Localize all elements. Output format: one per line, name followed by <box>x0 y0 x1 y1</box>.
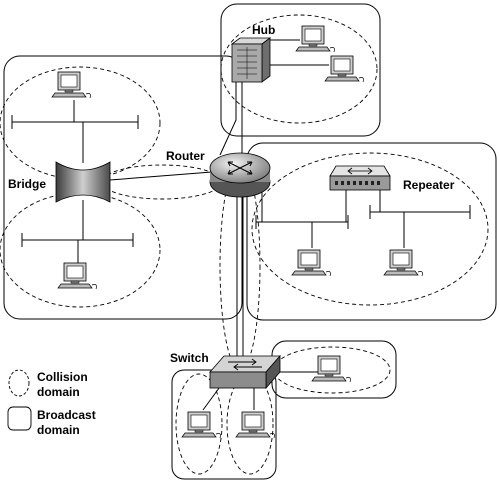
label-bridge: Bridge <box>8 177 46 191</box>
repeater-icon <box>329 165 391 191</box>
pc-switch-port-a-icon <box>181 411 221 439</box>
pc-hub-1-icon <box>295 25 335 53</box>
legend-collision-label-1: Collision <box>37 370 88 384</box>
collision-domain-repeater <box>251 152 489 306</box>
bridge-icon <box>55 161 111 203</box>
legend-collision-symbol <box>8 369 30 397</box>
router-icon <box>209 152 271 198</box>
legend-broadcast-label-2: domain <box>37 423 80 437</box>
legend-broadcast-label-1: Broadcast <box>37 408 96 422</box>
pc-bridge-bottom-icon <box>57 262 97 290</box>
pc-hub-2-icon <box>324 55 364 83</box>
collision-domain-bridge-bottom <box>0 192 161 308</box>
broadcast-domain-repeater <box>246 142 497 321</box>
pc-bridge-top-icon <box>51 71 91 99</box>
collision-domain-switch-port-a <box>175 373 223 475</box>
legend-broadcast-symbol <box>7 406 32 431</box>
pc-repeater-2-icon <box>383 249 423 277</box>
label-router: Router <box>166 149 205 163</box>
legend-collision-label-2: domain <box>37 385 80 399</box>
pc-switch-port-b-icon <box>235 411 275 439</box>
legend: Collision domain Broadcast domain <box>7 369 96 437</box>
pc-repeater-1-icon <box>291 249 331 277</box>
collision-domain-bridge-router-link <box>101 164 223 200</box>
hub-icon <box>230 37 272 83</box>
collision-domain-hub <box>220 14 378 124</box>
label-hub: Hub <box>252 23 275 37</box>
label-switch: Switch <box>170 351 209 365</box>
broadcast-domain-hub <box>220 3 381 137</box>
switch-icon <box>209 354 281 390</box>
label-repeater: Repeater <box>403 178 455 192</box>
pc-switch-port-c-icon <box>311 355 351 383</box>
